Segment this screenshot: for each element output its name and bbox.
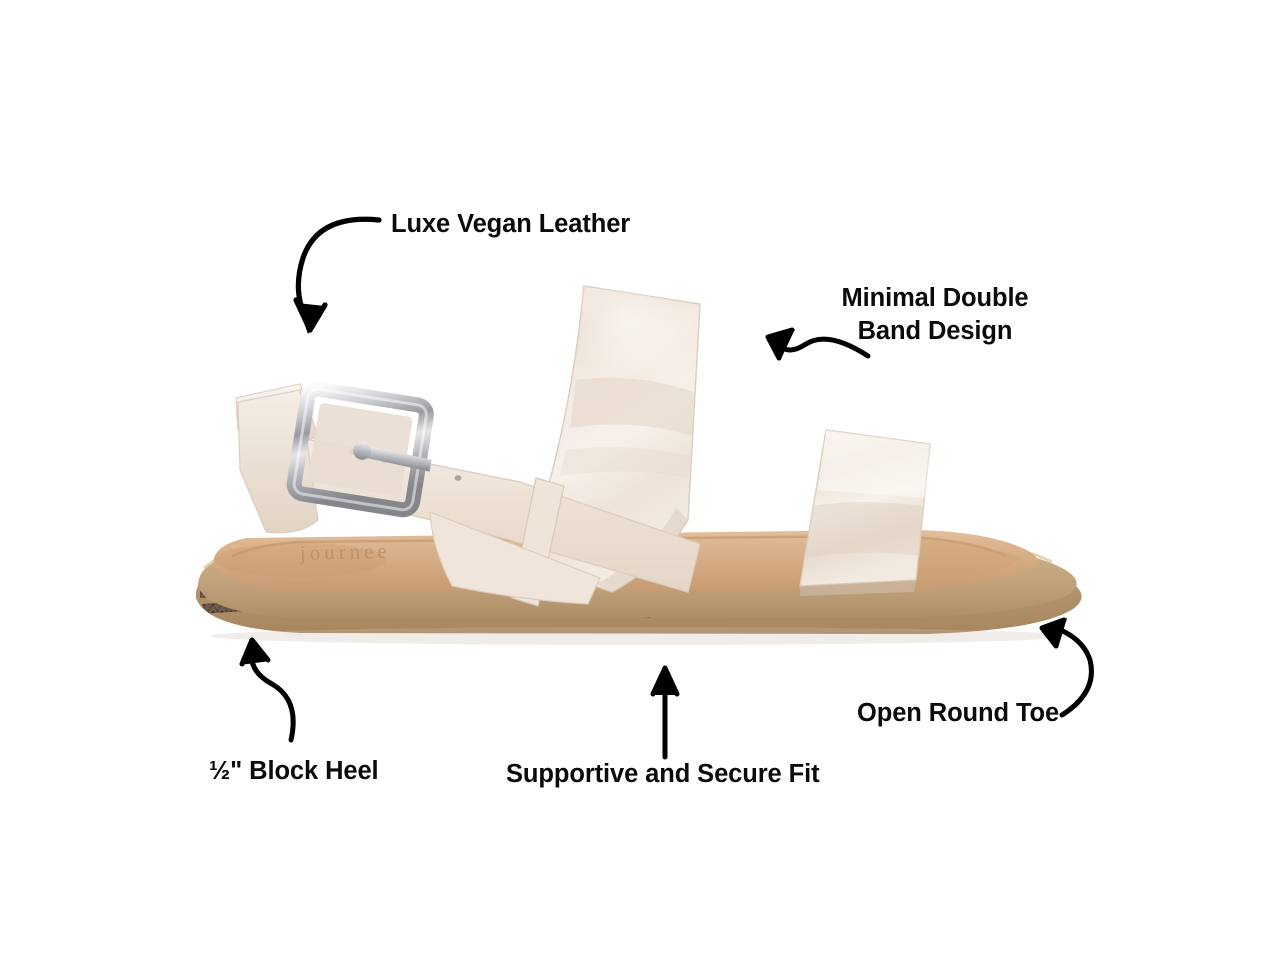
annotation-arrows: [239, 216, 1094, 760]
callout-line-2: Band Design: [857, 316, 1013, 345]
callout-label-luxe-vegan-leather: Luxe Vegan Leather: [391, 210, 631, 238]
callout-line-1: Minimal Double: [841, 284, 1029, 312]
callout-label-block-heel: ½" Block Heel: [209, 757, 379, 785]
arrow-block-heel: [239, 637, 296, 743]
front-band-base-shadow: [800, 580, 916, 596]
front-band-sheen-top: [818, 430, 930, 498]
arrow-supportive-secure-fit: [650, 665, 680, 760]
footbed-branding: journee: [299, 539, 392, 565]
front-band-crease: [806, 502, 922, 558]
buckle: [286, 381, 434, 518]
instep-band-crease-lower: [560, 447, 690, 478]
instep-band-sheen: [576, 286, 700, 392]
buckle-prong-base: [353, 441, 372, 460]
strap-hole: [454, 475, 462, 481]
arrow-minimal-double-band: [765, 327, 871, 361]
ankle-strap-lower-wrap: [429, 511, 601, 605]
buckle-prong: [359, 444, 432, 472]
instep-band-crease-upper: [570, 377, 694, 436]
heel-seat-shade: [214, 543, 386, 577]
arrow-luxe-vegan-leather: [293, 216, 382, 334]
callout-label-open-round-toe: Open Round Toe: [857, 699, 1060, 727]
arrow-open-round-toe: [1039, 617, 1094, 718]
callout-label-supportive-secure-fit: Supportive and Secure Fit: [506, 760, 820, 788]
ground-shadow: [210, 627, 1070, 645]
front-band: [799, 429, 931, 596]
